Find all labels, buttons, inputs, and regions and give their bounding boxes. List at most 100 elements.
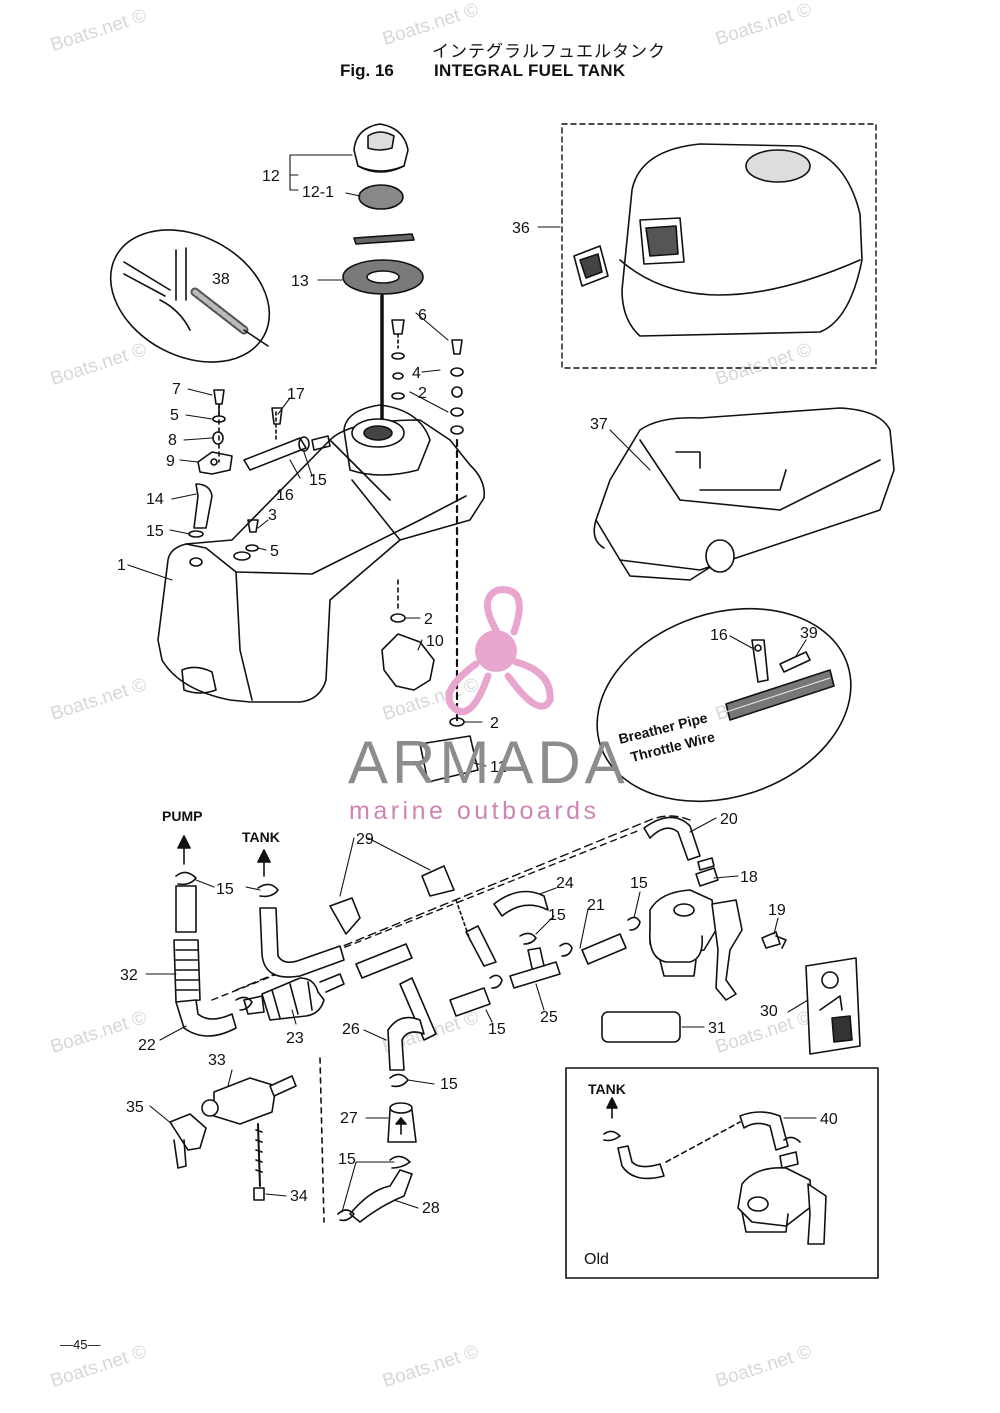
callout-15-26: 15 — [440, 1076, 458, 1093]
arrow-up-tank-old — [606, 1097, 618, 1119]
cap-gasket-part-12-1 — [353, 184, 415, 245]
figure-title: INTEGRAL FUEL TANK — [434, 61, 626, 80]
callout-38: 38 — [212, 271, 230, 288]
hose-part-22 — [175, 999, 237, 1037]
callout-16-detail: 16 — [710, 627, 728, 644]
callout-4: 4 — [412, 365, 421, 382]
callout-7: 7 — [172, 381, 181, 398]
callout-36: 36 — [512, 220, 530, 237]
detail-bubble-part-39 — [596, 607, 852, 803]
arrow-up-tank — [257, 849, 271, 877]
hose-short — [449, 987, 491, 1017]
pump-label: PUMP — [162, 808, 202, 824]
callout-31: 31 — [708, 1020, 726, 1037]
callout-26: 26 — [342, 1021, 360, 1038]
clip-part-15-tank — [257, 883, 279, 898]
brand-name: ARMADA — [348, 729, 629, 796]
top-cowling-part-36 — [561, 123, 877, 369]
hose-middle — [355, 943, 413, 979]
callout-13: 13 — [291, 273, 309, 290]
bracket-part-9 — [197, 451, 233, 475]
arrow-up-pump — [177, 835, 191, 865]
callout-2-bottom: 2 — [490, 715, 499, 732]
fuel-cap-part-12 — [353, 123, 409, 173]
callout-5: 5 — [170, 407, 179, 424]
callout-24: 24 — [556, 875, 574, 892]
screw-part-19 — [761, 931, 787, 949]
fuel-filter-part-23 — [243, 973, 345, 1021]
callout-12: 12 — [262, 168, 280, 185]
armada-propeller-logo — [445, 586, 554, 716]
callout-25: 25 — [540, 1009, 558, 1026]
callout-28: 28 — [422, 1200, 440, 1217]
callout-18: 18 — [740, 869, 758, 886]
lock-part-33 — [201, 1075, 297, 1201]
bolt-part-6 — [391, 319, 405, 349]
callout-5-right: 5 — [270, 543, 279, 560]
pipe-part-16-connector — [243, 407, 331, 471]
decal-part-30 — [805, 957, 861, 1055]
clip-part-15-pump — [175, 871, 197, 886]
callout-15-cock: 15 — [630, 875, 648, 892]
callout-32: 32 — [120, 967, 138, 984]
callout-6: 6 — [418, 307, 427, 324]
hose-part-20 — [643, 816, 701, 861]
callout-14: 14 — [146, 491, 164, 508]
japanese-title: インテグラルフュエルタンク — [432, 42, 666, 62]
callout-15-tank: 15 — [146, 523, 164, 540]
callout-17: 17 — [287, 386, 305, 403]
callout-8: 8 — [168, 432, 177, 449]
brand-tagline: marine outboards — [349, 797, 600, 825]
clip-part-15-left — [188, 530, 204, 538]
clip-part-15-c — [519, 932, 537, 945]
callout-11: 11 — [490, 759, 507, 776]
page-number: —45— — [60, 1337, 101, 1352]
bracket-part-10 — [381, 613, 435, 691]
clip-part-15-b — [559, 942, 573, 957]
hose-part-24 — [493, 890, 549, 917]
callout-12-1: 12-1 — [302, 184, 334, 201]
washer-part-2-top — [391, 392, 405, 400]
callout-2-mid: 2 — [424, 611, 433, 628]
bolt-stack-right — [450, 339, 464, 435]
hose-tank-line — [259, 907, 345, 978]
plate-part-11 — [419, 717, 479, 783]
hose-part-21 — [581, 933, 627, 965]
callout-15-connector: 15 — [309, 472, 327, 489]
label-part-31 — [601, 1011, 681, 1043]
callout-37: 37 — [590, 416, 608, 433]
callout-22: 22 — [138, 1037, 156, 1054]
clip-part-15-f — [389, 1155, 411, 1169]
callout-labels: 12 12-1 13 36 37 38 6 4 2 7 5 8 9 14 15 … — [117, 168, 838, 1268]
screw-part-7 — [213, 389, 225, 415]
hose-part-26 — [387, 1016, 425, 1071]
callout-39: 39 — [800, 625, 818, 642]
leader-lines — [127, 154, 817, 1213]
callout-35: 35 — [126, 1099, 144, 1116]
connector-part-29 — [329, 865, 497, 1041]
washer-part-4 — [391, 352, 405, 380]
callout-29: 29 — [356, 831, 374, 848]
tank-label-old: TANK — [588, 1081, 626, 1097]
clip-part-15-d — [489, 974, 503, 989]
callout-34: 34 — [290, 1188, 308, 1205]
callout-21: 21 — [587, 897, 605, 914]
t-joint-part-25 — [509, 947, 561, 989]
bottom-cowling-part-37 — [593, 407, 895, 581]
callout-15-mid: 15 — [488, 1021, 506, 1038]
figure-number: Fig. 16 — [340, 61, 394, 80]
callout-15-27: 15 — [338, 1151, 356, 1168]
callout-16: 16 — [276, 487, 294, 504]
fitting-part-18 — [695, 857, 719, 887]
clip-part-15-a — [627, 916, 641, 931]
callout-23: 23 — [286, 1030, 304, 1047]
callout-40: 40 — [820, 1111, 838, 1128]
fuel-cock-assembly — [649, 889, 743, 1001]
washer-part-13 — [342, 259, 424, 295]
callout-1: 1 — [117, 557, 126, 574]
callout-30: 30 — [760, 1003, 778, 1020]
clip-part-15-left-bottom — [235, 996, 253, 1011]
detail-bubble-part-38 — [109, 229, 271, 363]
